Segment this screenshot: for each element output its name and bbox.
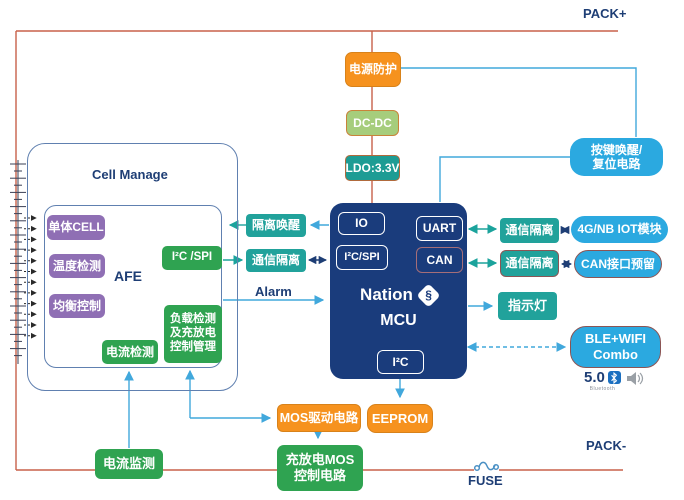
signal-wires [124,67,637,448]
afe-label: AFE [114,268,142,284]
indicator-light-box: 指示灯 [498,292,557,320]
can-reserved-box: CAN接口预留 [574,250,662,278]
battery-stack-symbol [10,160,26,364]
power-protect-box: 电源防护 [345,52,401,87]
afe-frame [44,205,222,368]
mcu-io-port: IO [338,212,385,235]
fuse-symbol [473,461,500,472]
bt-version-label: 5.0 [584,369,605,386]
speaker-icon [626,372,643,385]
comm-iso-can-box: 通信隔离 [500,250,559,277]
mcu-name-label: MCU [380,312,417,329]
cell-manage-title: Cell Manage [92,167,168,182]
mcu-i2c-spi-port: I²C/SPI [336,245,388,270]
ldo-box: LDO:3.3V [345,155,400,181]
current-detect-box: 电流检测 [102,340,158,364]
comm-iso-left-box: 通信隔离 [246,249,306,272]
dcdc-box: DC-DC [346,110,399,136]
load-detect-line2: 及充放电 [170,327,216,340]
bluetooth-badge: 5.0 Bluetooth [584,369,644,392]
single-cell-box: 单体CELL [47,215,105,240]
mcu-brand-label: Nation [360,285,413,304]
temp-detect-box: 温度检测 [49,254,105,278]
key-wake-line2: 复位电路 [592,157,641,171]
fuse-label: FUSE [468,473,503,488]
load-detect-box: 负载检测 及充放电 控制管理 [164,305,222,363]
mcu-can-port: CAN [416,247,463,273]
eeprom-box: EEPROM [367,404,433,433]
current-monitor-box: 电流监测 [95,449,163,479]
pack-plus-label: PACK+ [583,6,627,21]
load-detect-line3: 控制管理 [170,340,216,353]
alarm-label: Alarm [255,284,292,299]
key-wake-line1: 按键唤醒/ [590,142,643,157]
afe-i2c-spi-box: I²C /SPI [162,246,222,270]
mos-ctrl-box: 充放电MOS 控制电路 [277,445,363,491]
nation-logo-icon: § [416,283,441,308]
key-wake-reset-box: 按键唤醒/ 复位电路 [570,138,663,176]
mcu-block: IO UART I²C/SPI CAN Nation § MCU I²C [330,203,467,379]
mcu-i2c-port: I²C [377,350,424,374]
mos-drive-box: MOS驱动电路 [277,404,361,432]
balance-ctrl-box: 均衡控制 [49,294,105,318]
pack-minus-label: PACK- [586,438,627,453]
load-detect-line1: 负载检测 [170,313,216,326]
bt-word-label: Bluetooth [589,386,616,392]
isolation-wires [223,220,498,268]
mcu-uart-port: UART [416,216,463,241]
cell-tap-arrows [24,215,37,339]
mcu-brand-row: Nation § [330,283,467,308]
bluetooth-icon [607,371,621,384]
mos-ctrl-line2: 控制电路 [293,468,346,483]
ble-line2: Combo [593,347,638,362]
power-rail-wires [15,30,623,471]
comm-iso-uart-box: 通信隔离 [500,218,559,243]
mos-ctrl-line1: 充放电MOS [285,452,355,468]
iot-module-box: 4G/NB IOT模块 [571,216,668,243]
cell-manage-frame [27,143,238,391]
link-arrows [307,225,573,269]
ble-wifi-combo-box: BLE+WIFI Combo [570,326,661,368]
iso-wake-box: 隔离唤醒 [246,214,306,237]
ble-line1: BLE+WIFI [584,331,647,347]
